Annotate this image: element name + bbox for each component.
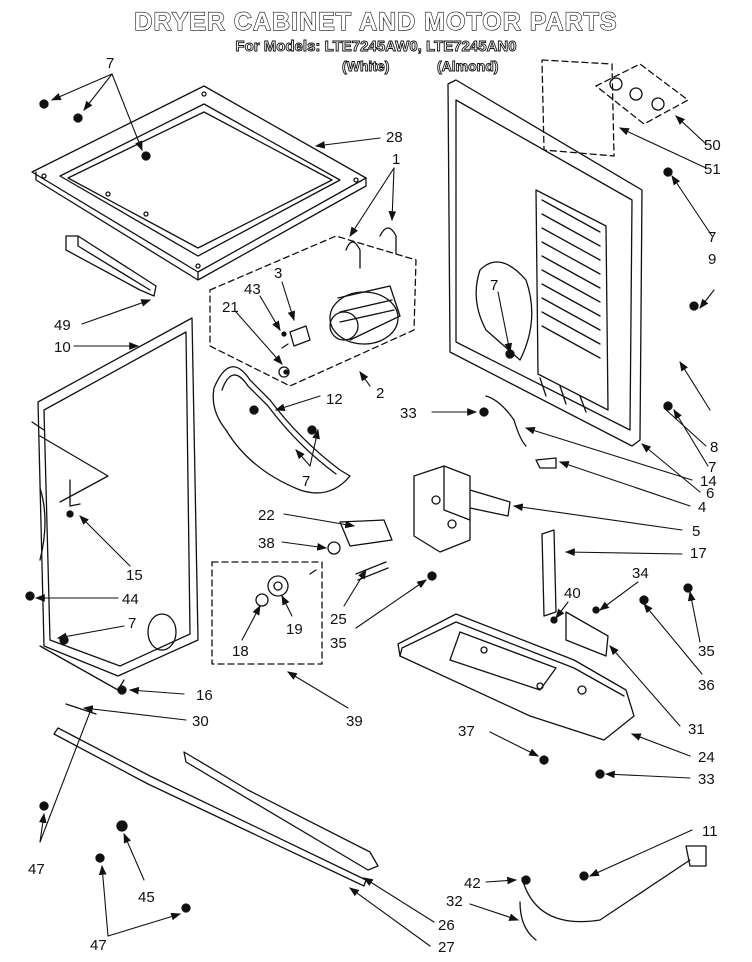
callout-31: 31 [688,721,705,738]
callout-39: 39 [346,713,363,730]
variant-almond: (Almond) [437,58,499,75]
callout-4: 4 [698,499,706,516]
callout-leaders [34,73,715,947]
callout-33: 33 [400,405,417,422]
idler-arm [327,519,393,581]
callout-42: 42 [464,875,481,892]
callout-51: 51 [704,161,721,178]
callout-7: 7 [708,459,716,476]
base-plate [397,611,635,741]
variant-white: (White) [342,58,390,75]
top-panel [31,85,367,281]
motor-assembly [209,227,417,387]
left-side-panel [31,317,199,691]
callout-7: 7 [490,277,498,294]
callout-12: 12 [326,391,343,408]
callout-8: 8 [710,439,718,456]
callout-10: 10 [54,339,71,356]
callout-5: 5 [692,523,700,540]
callout-30: 30 [192,713,209,730]
callout-33: 33 [698,771,715,788]
rear-panel [447,79,643,447]
callout-11: 11 [702,823,718,840]
callout-47: 47 [90,937,107,954]
callout-labels: 7 28 1 3 43 21 2 12 33 7 49 10 15 44 7 1… [28,55,721,956]
callout-27: 27 [438,939,455,956]
model-numbers: For Models: LTE7245AW0, LTE7245AN0 [235,38,517,56]
callout-34: 34 [632,565,649,582]
callout-43: 43 [244,281,261,298]
callout-7: 7 [106,55,114,72]
callout-18: 18 [232,643,249,660]
idler-pulley-kit [211,561,323,665]
callout-40: 40 [564,585,581,602]
callout-6: 6 [706,485,714,502]
bracket [541,529,557,617]
power-cord [519,845,707,941]
callout-26: 26 [438,917,455,934]
callout-49: 49 [54,317,71,334]
callout-14: 14 [700,473,717,490]
wire-harness [485,395,557,469]
motor-mount [413,465,511,553]
callout-19: 19 [286,621,303,638]
callout-9: 9 [708,251,716,268]
callout-36: 36 [698,677,715,694]
callout-7: 7 [302,473,310,490]
callout-7: 7 [128,615,136,632]
callout-38: 38 [258,535,275,552]
callout-22: 22 [258,507,275,524]
callout-32: 32 [446,893,463,910]
callout-47: 47 [28,861,45,878]
callout-2: 2 [376,385,384,402]
callout-45: 45 [138,889,155,906]
callout-3: 3 [274,265,282,282]
drive-belt [212,366,351,494]
callout-24: 24 [698,749,715,766]
terminal-kit [541,59,689,157]
callout-50: 50 [704,137,721,154]
callout-25: 25 [330,611,347,628]
callout-1: 1 [392,151,400,168]
support-bracket [65,235,157,297]
callout-16: 16 [196,687,213,704]
callout-28: 28 [386,129,403,146]
callout-37: 37 [458,723,475,740]
fasteners [25,99,699,913]
callout-44: 44 [122,591,139,608]
callout-35: 35 [698,643,715,660]
callout-15: 15 [126,567,143,584]
diagram-title: DRYER CABINET AND MOTOR PARTS [134,7,618,36]
callout-21: 21 [222,299,239,316]
callout-7: 7 [708,229,716,246]
callout-17: 17 [690,545,707,562]
callout-35: 35 [330,635,347,652]
